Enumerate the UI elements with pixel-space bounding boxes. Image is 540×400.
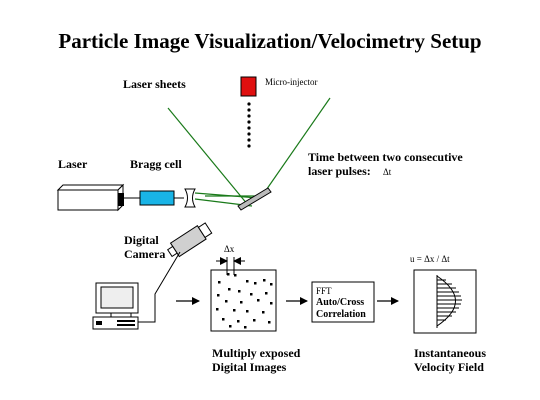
mirror — [237, 187, 272, 211]
seed-particle-stream — [247, 102, 251, 148]
micro-injector-label: Micro-injector — [265, 77, 317, 87]
multiply-exposed-label-line1: Multiply exposed — [212, 346, 301, 360]
camera-cable — [128, 251, 181, 323]
cylindrical-lens — [184, 188, 196, 208]
micro-injector — [240, 76, 257, 97]
instantaneous-label-line2: Velocity Field — [414, 360, 484, 374]
fft-label-line2: Auto/Cross — [316, 297, 364, 308]
fft-correlation-box — [311, 281, 375, 323]
bragg-cell-label: Bragg cell — [130, 157, 182, 171]
page-title: Particle Image Visualization/Velocimetry… — [58, 29, 481, 53]
laser-sheets — [167, 97, 331, 207]
particle-dots — [216, 273, 273, 329]
camera-label: Camera — [124, 247, 165, 261]
digital-label: Digital — [124, 233, 159, 247]
velocity-formula: u = Δx / Δt — [410, 254, 450, 264]
velocity-profile-plot — [436, 275, 462, 328]
computer-icon — [92, 282, 139, 330]
bragg-cell — [139, 190, 175, 206]
multiply-exposed-image — [210, 269, 277, 332]
fft-label-line3: Correlation — [316, 309, 366, 320]
instantaneous-label-line1: Instantaneous — [414, 346, 486, 360]
velocity-field-box — [413, 269, 477, 334]
pulse-time-symbol: Δt — [383, 167, 392, 177]
pulse-time-line1: Time between two consecutive — [308, 150, 463, 164]
dx-label: Δx — [224, 244, 235, 254]
laser-sheets-label: Laser sheets — [123, 77, 186, 91]
laser-label: Laser — [58, 157, 88, 171]
pulse-time-line2: laser pulses: — [308, 164, 371, 178]
laser-box — [56, 183, 125, 212]
digital-camera-icon — [167, 222, 213, 258]
fft-label-line1: FFT — [316, 286, 332, 296]
multiply-exposed-label-line2: Digital Images — [212, 360, 287, 374]
